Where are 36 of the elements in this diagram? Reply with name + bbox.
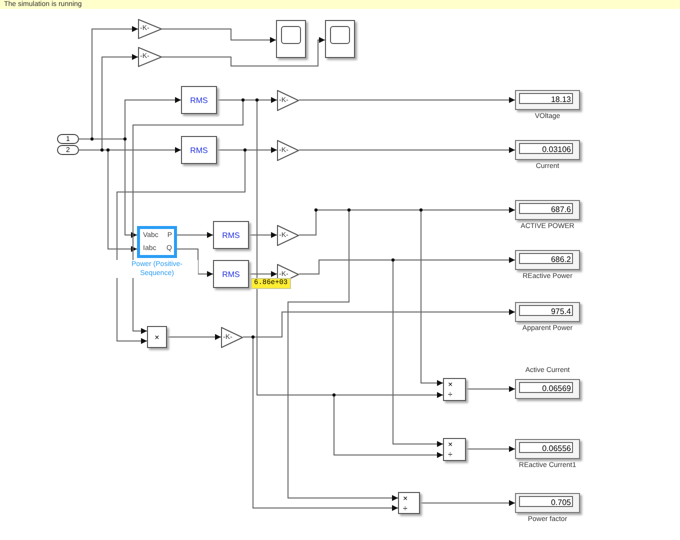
product-block: ×	[147, 326, 167, 348]
scope-block	[325, 20, 355, 58]
rms-block: RMS	[213, 221, 249, 249]
display-block: 0.705	[515, 493, 580, 513]
signal-line	[176, 248, 214, 277]
rms-block: RMS	[181, 86, 217, 114]
signal-line	[176, 232, 214, 238]
display-block: 18.13	[515, 90, 580, 110]
signal-line	[466, 446, 516, 452]
display-block: 0.03106	[515, 140, 580, 160]
signal-line	[78, 138, 138, 238]
display-block: 0.06569	[515, 379, 580, 399]
display-block: 975.4	[515, 302, 580, 322]
signal-line	[298, 147, 516, 153]
rms-block: RMS	[181, 136, 217, 164]
divide-block: × ÷	[398, 492, 420, 514]
rms-block: RMS	[213, 260, 249, 288]
scope-block	[276, 20, 306, 58]
signal-line	[298, 97, 516, 103]
signal-line	[248, 232, 278, 238]
signal-line	[162, 28, 276, 43]
signal-line	[420, 500, 516, 506]
divide-block: × ÷	[443, 378, 466, 401]
signal-line	[78, 150, 138, 252]
display-block: 0.06556	[515, 439, 580, 459]
signal-line	[466, 386, 516, 392]
divide-block: × ÷	[443, 438, 466, 461]
signal-line	[116, 150, 246, 344]
signal-line	[166, 334, 222, 340]
signal-line	[288, 210, 398, 501]
signal-line	[162, 37, 326, 66]
signal-line	[242, 336, 398, 511]
display-block: 686.2	[515, 250, 580, 270]
display-block: 687.6	[515, 200, 580, 220]
signal-line	[132, 100, 244, 334]
signal-line	[248, 271, 278, 277]
